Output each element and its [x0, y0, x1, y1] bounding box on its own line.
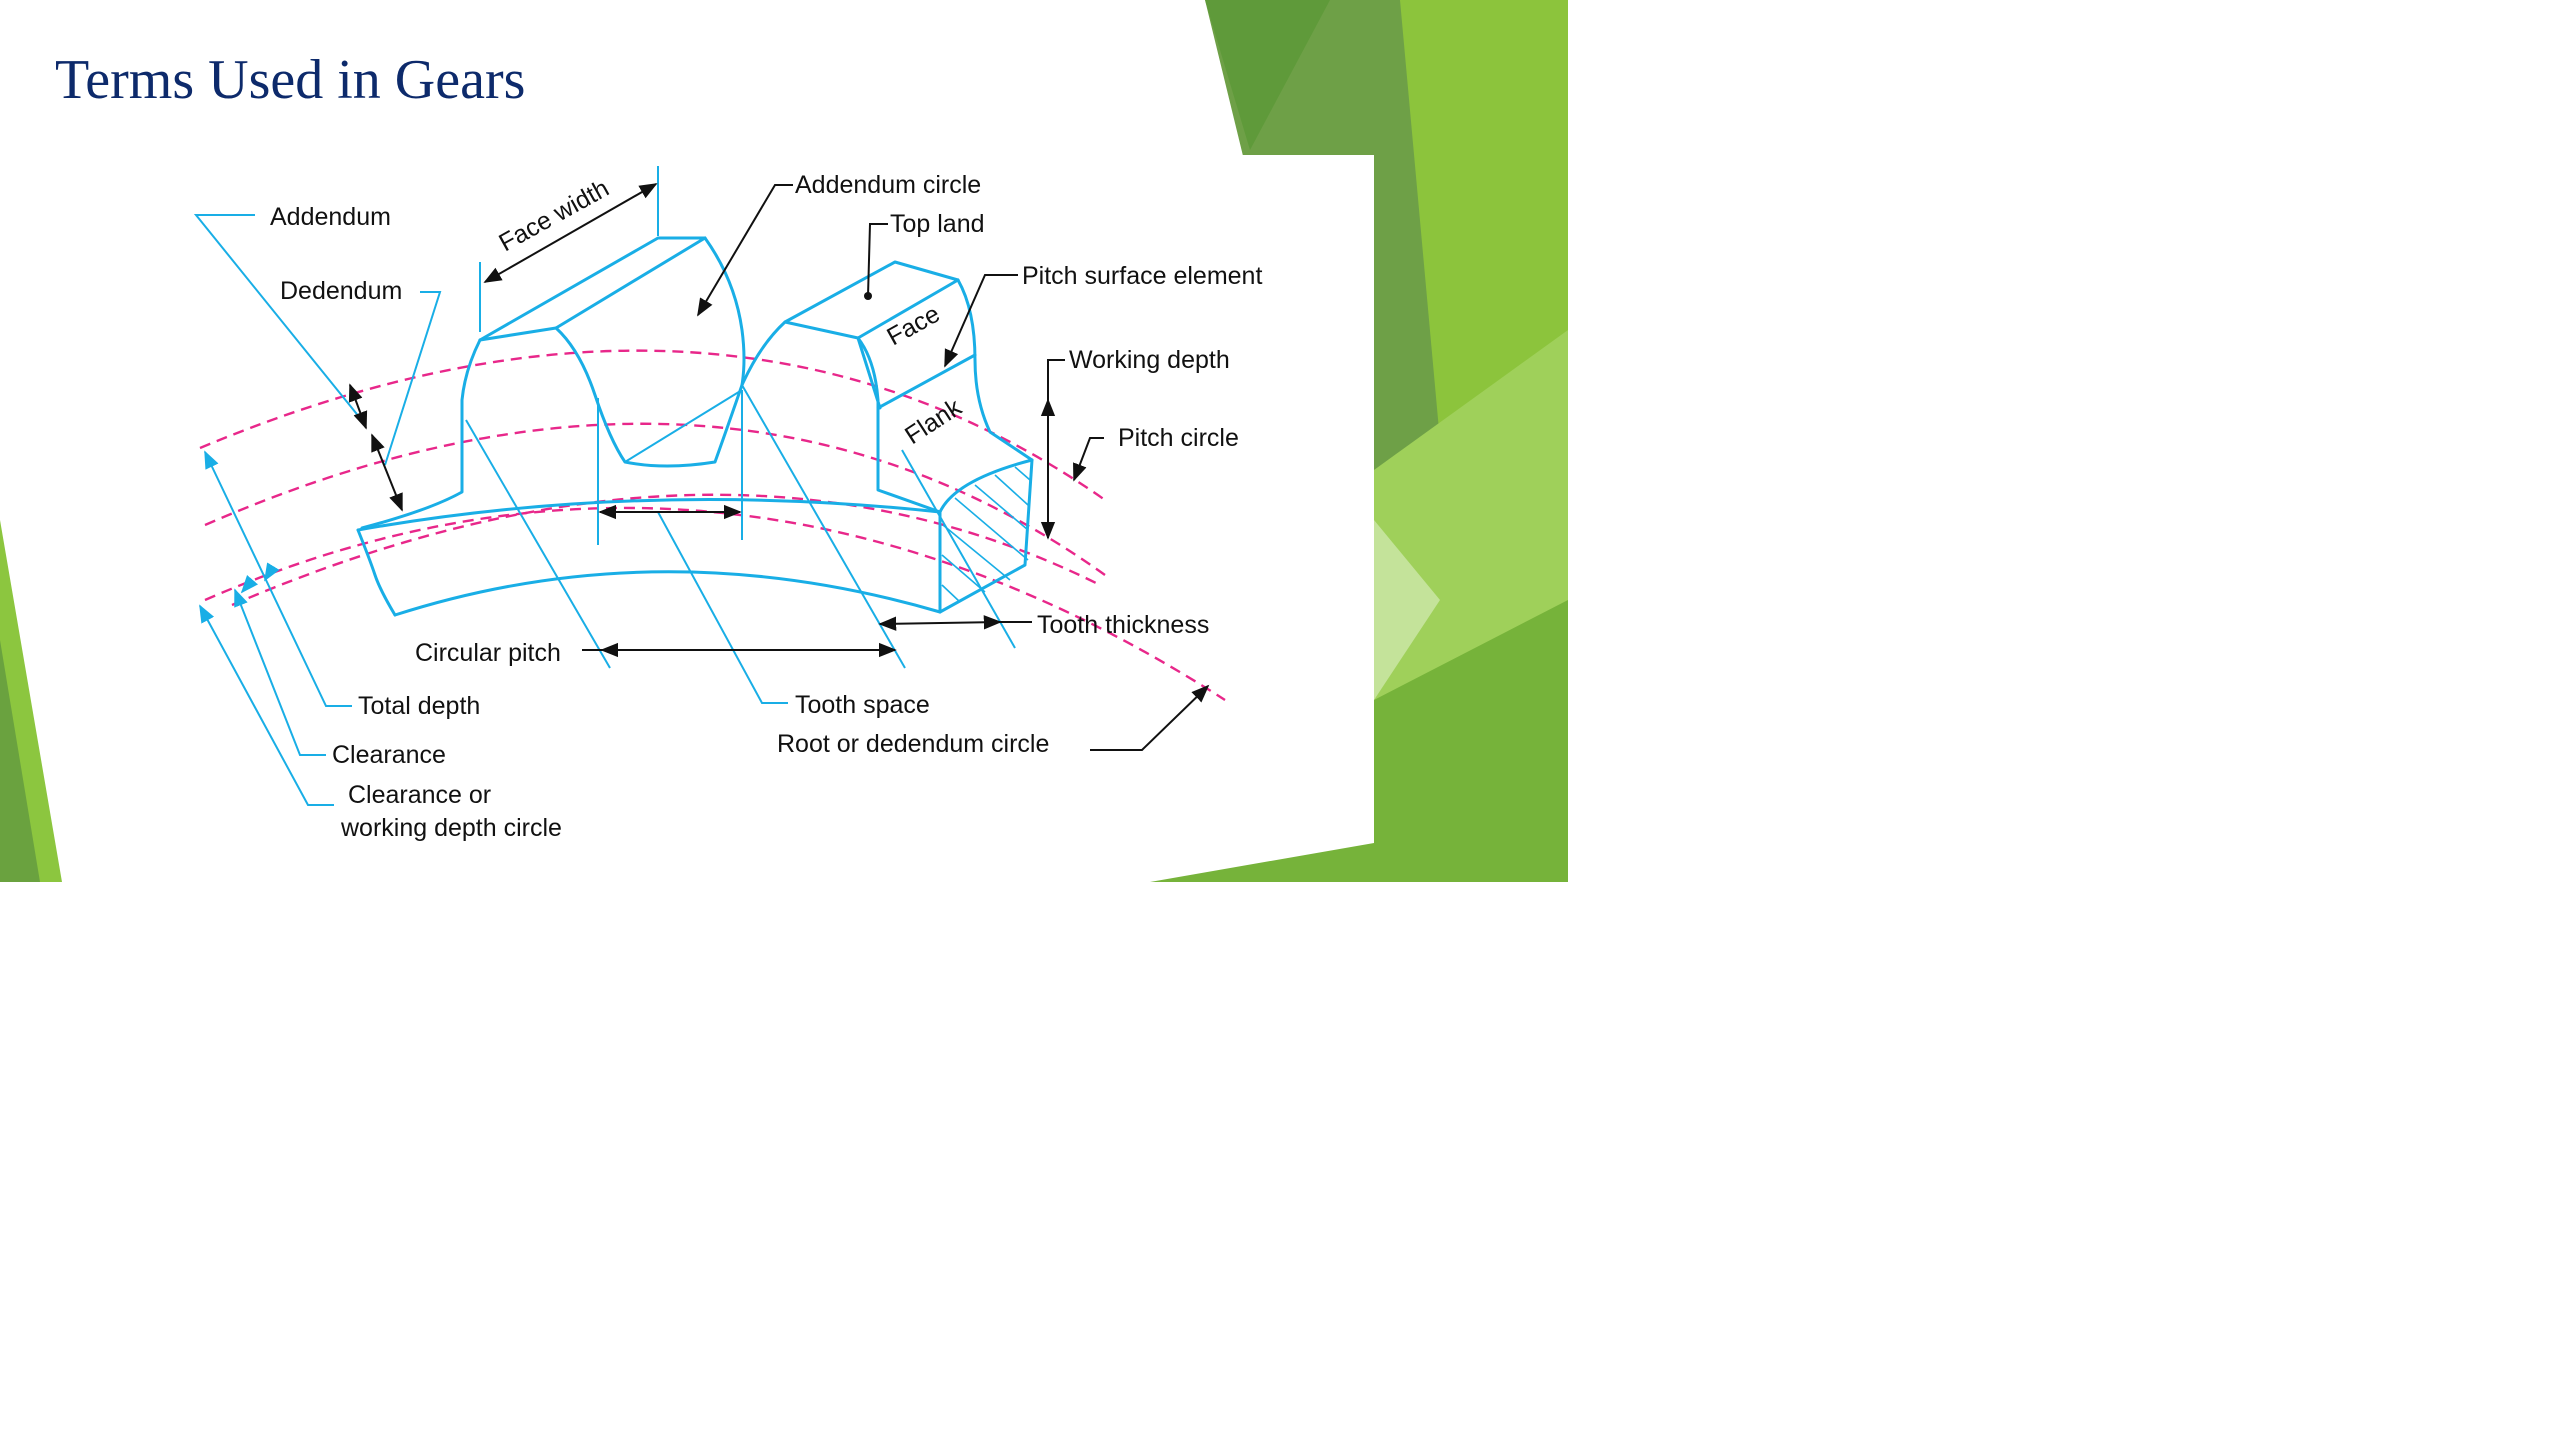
- label-pitch-circle: Pitch circle: [1118, 424, 1239, 452]
- label-dedendum: Dedendum: [280, 277, 402, 305]
- bg-shape-green-5: [1374, 520, 1440, 700]
- gear-terms-diagram: Addendum Dedendum Face width Addendum ci…: [193, 166, 1262, 842]
- addendum-leader: [193, 214, 361, 419]
- tooth-thickness-arrow: [878, 615, 1002, 631]
- label-addendum: Addendum: [270, 203, 391, 231]
- label-top-land: Top land: [890, 210, 985, 238]
- tooth-space-diagonal: [624, 389, 743, 463]
- clearance-circle-leader: [199, 604, 334, 806]
- dedendum-leader: [384, 291, 442, 466]
- top-land-leader: [867, 223, 888, 297]
- circular-pitch-ext-right: [741, 384, 906, 669]
- bg-shape-green-3: [1205, 0, 1330, 150]
- pitch-circle-leader: [1073, 437, 1104, 482]
- addendum-circle-leader: [697, 184, 793, 317]
- total-depth-leader: [204, 450, 352, 707]
- label-flank: Flank: [900, 393, 967, 450]
- top-land-dot: [864, 292, 872, 300]
- label-clearance: Clearance: [332, 741, 446, 769]
- label-tooth-space: Tooth space: [795, 691, 930, 719]
- clearance-circle-line: [204, 506, 1226, 702]
- label-tooth-thickness: Tooth thickness: [1037, 611, 1209, 639]
- pitch-circle-line: [204, 422, 1106, 576]
- label-addendum-circle: Addendum circle: [795, 171, 981, 199]
- pitch-surface-leader: [944, 274, 1018, 368]
- tooth-thickness-ext: [901, 449, 1016, 649]
- label-root-circle: Root or dedendum circle: [777, 730, 1049, 758]
- root-circle-line: [231, 493, 1101, 607]
- dedendum-arrow: [371, 433, 403, 512]
- label-total-depth: Total depth: [358, 692, 480, 720]
- label-clearance-circle-line1: Clearance or: [348, 781, 491, 809]
- label-clearance-circle-line2: working depth circle: [340, 814, 562, 842]
- slide-title: Terms Used in Gears: [55, 49, 526, 111]
- bg-shape-green-8: [0, 640, 40, 882]
- face-width-arrow: [483, 183, 658, 283]
- gear-segment: [356, 236, 1034, 617]
- label-pitch-surface-element: Pitch surface element: [1022, 262, 1262, 290]
- addendum-arrow: [348, 383, 368, 430]
- label-circular-pitch: Circular pitch: [415, 639, 561, 667]
- bg-shape-green-6: [1150, 600, 1568, 882]
- circular-pitch-ext-left: [465, 419, 611, 669]
- working-depth-bracket: [1047, 359, 1065, 400]
- clearance-leader: [234, 588, 326, 756]
- tooth-cross-section-hatching: [941, 466, 1031, 603]
- label-face-width: Face width: [494, 174, 613, 257]
- clearance-circle-arrow: [240, 575, 259, 594]
- label-working-depth: Working depth: [1069, 346, 1230, 374]
- tooth-space-leader: [657, 511, 788, 704]
- root-circle-leader: [1090, 684, 1210, 751]
- total-depth-arrow-top: [264, 562, 280, 582]
- addendum-circle-line: [199, 349, 1106, 501]
